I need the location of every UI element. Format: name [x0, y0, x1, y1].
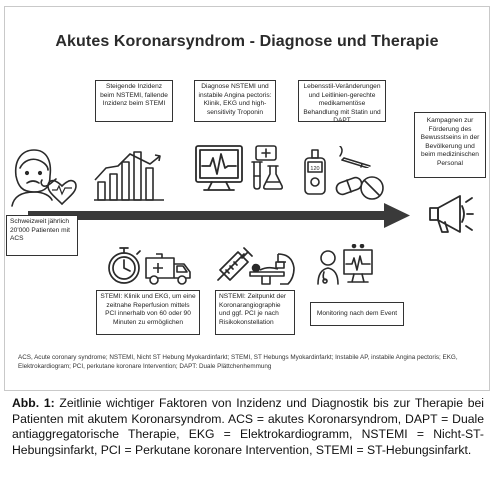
doctor-monitoring-icon: [317, 244, 373, 285]
stopwatch-icon: [108, 247, 141, 284]
swiss-patients-box: Schweizweit jährlich 20'000 Patienten mi…: [6, 215, 78, 256]
figure-caption: Abb. 1: Zeitlinie wichtiger Faktoren von…: [12, 396, 484, 458]
no-smoking-icon: [339, 146, 371, 168]
diagnosis-nstemi-box: Diagnose NSTEMI und instabile Angina pec…: [194, 80, 276, 122]
figure-frame: [4, 6, 490, 391]
sick-patient-icon: [11, 149, 77, 207]
ambulance-icon: [145, 253, 191, 285]
abbreviations-footnote: ACS, Acute coronary syndrome; NSTEMI, Ni…: [18, 354, 458, 370]
lab-test-icon: [251, 145, 284, 190]
glucometer-icon: 120: [304, 149, 326, 195]
monitoring-box: Monitoring nach dem Event: [310, 302, 404, 326]
incidence-box: Steigende Inzidenz beim NSTEMI, fallende…: [95, 80, 173, 122]
stemi-box: STEMI: Klinik und EKG, um eine zeitnahe …: [96, 290, 200, 335]
syringe-icon: [217, 247, 253, 281]
caption-label: Abb. 1:: [12, 396, 55, 410]
pills-icon: [335, 176, 384, 200]
cath-lab-icon: [249, 253, 295, 285]
megaphone-icon: [429, 195, 474, 233]
caption-text: Zeitlinie wichtiger Faktoren von Inziden…: [12, 396, 484, 457]
campaigns-box: Kampagnen zur Förderung des Bewusstseins…: [414, 112, 486, 178]
diagram-title: Akutes Koronarsyndrom - Diagnose und The…: [55, 33, 439, 50]
ecg-monitor-icon: [195, 145, 243, 191]
nstemi-timing-box: NSTEMI: Zeitpunkt der Koronarangiographi…: [215, 290, 295, 335]
svg-text:120: 120: [310, 166, 319, 172]
heart-icon: [47, 179, 77, 206]
bar-chart-icon: [94, 151, 164, 201]
lifestyle-box: Lebensstil-Veränderungen und Leitlinien-…: [298, 80, 386, 124]
